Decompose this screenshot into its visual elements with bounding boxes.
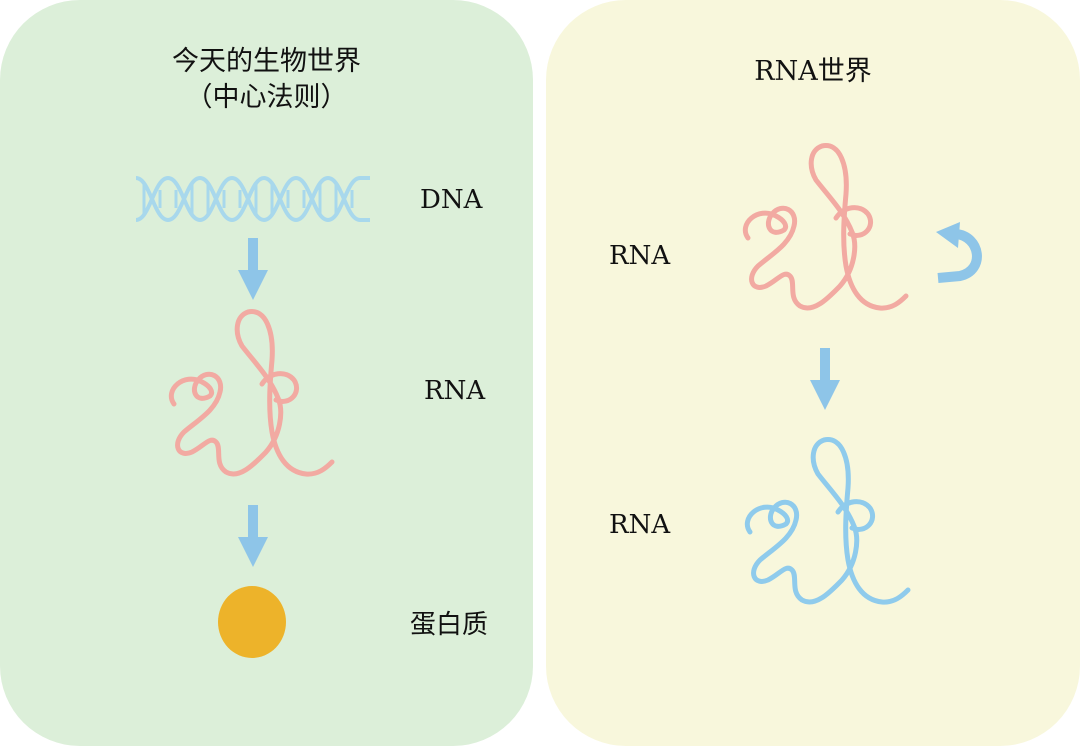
rna-bottom-label: RNA (609, 510, 671, 540)
rna-label: RNA (424, 376, 486, 406)
dna-helix-icon (135, 175, 370, 223)
left-panel-subtitle: （中心法则） (185, 82, 348, 113)
replicate-arrow-icon (936, 222, 982, 283)
left-panel-title: 今天的生物世界 (172, 46, 361, 77)
rna-strand-icon (171, 312, 332, 475)
right-panel-title: RNA世界 (754, 56, 872, 87)
rna-strand-icon (747, 440, 908, 603)
protein-icon (218, 586, 286, 658)
rna-strand-icon (745, 146, 906, 309)
right-panel (546, 0, 1080, 746)
arrow-down-icon (238, 505, 268, 567)
protein-label: 蛋白质 (410, 610, 489, 640)
rna-top-label: RNA (609, 241, 671, 271)
dna-label: DNA (420, 185, 483, 215)
arrow-down-icon (238, 238, 268, 300)
left-panel-title-block: 今天的生物世界 （中心法则） (0, 44, 533, 116)
arrow-down-icon (810, 348, 840, 410)
